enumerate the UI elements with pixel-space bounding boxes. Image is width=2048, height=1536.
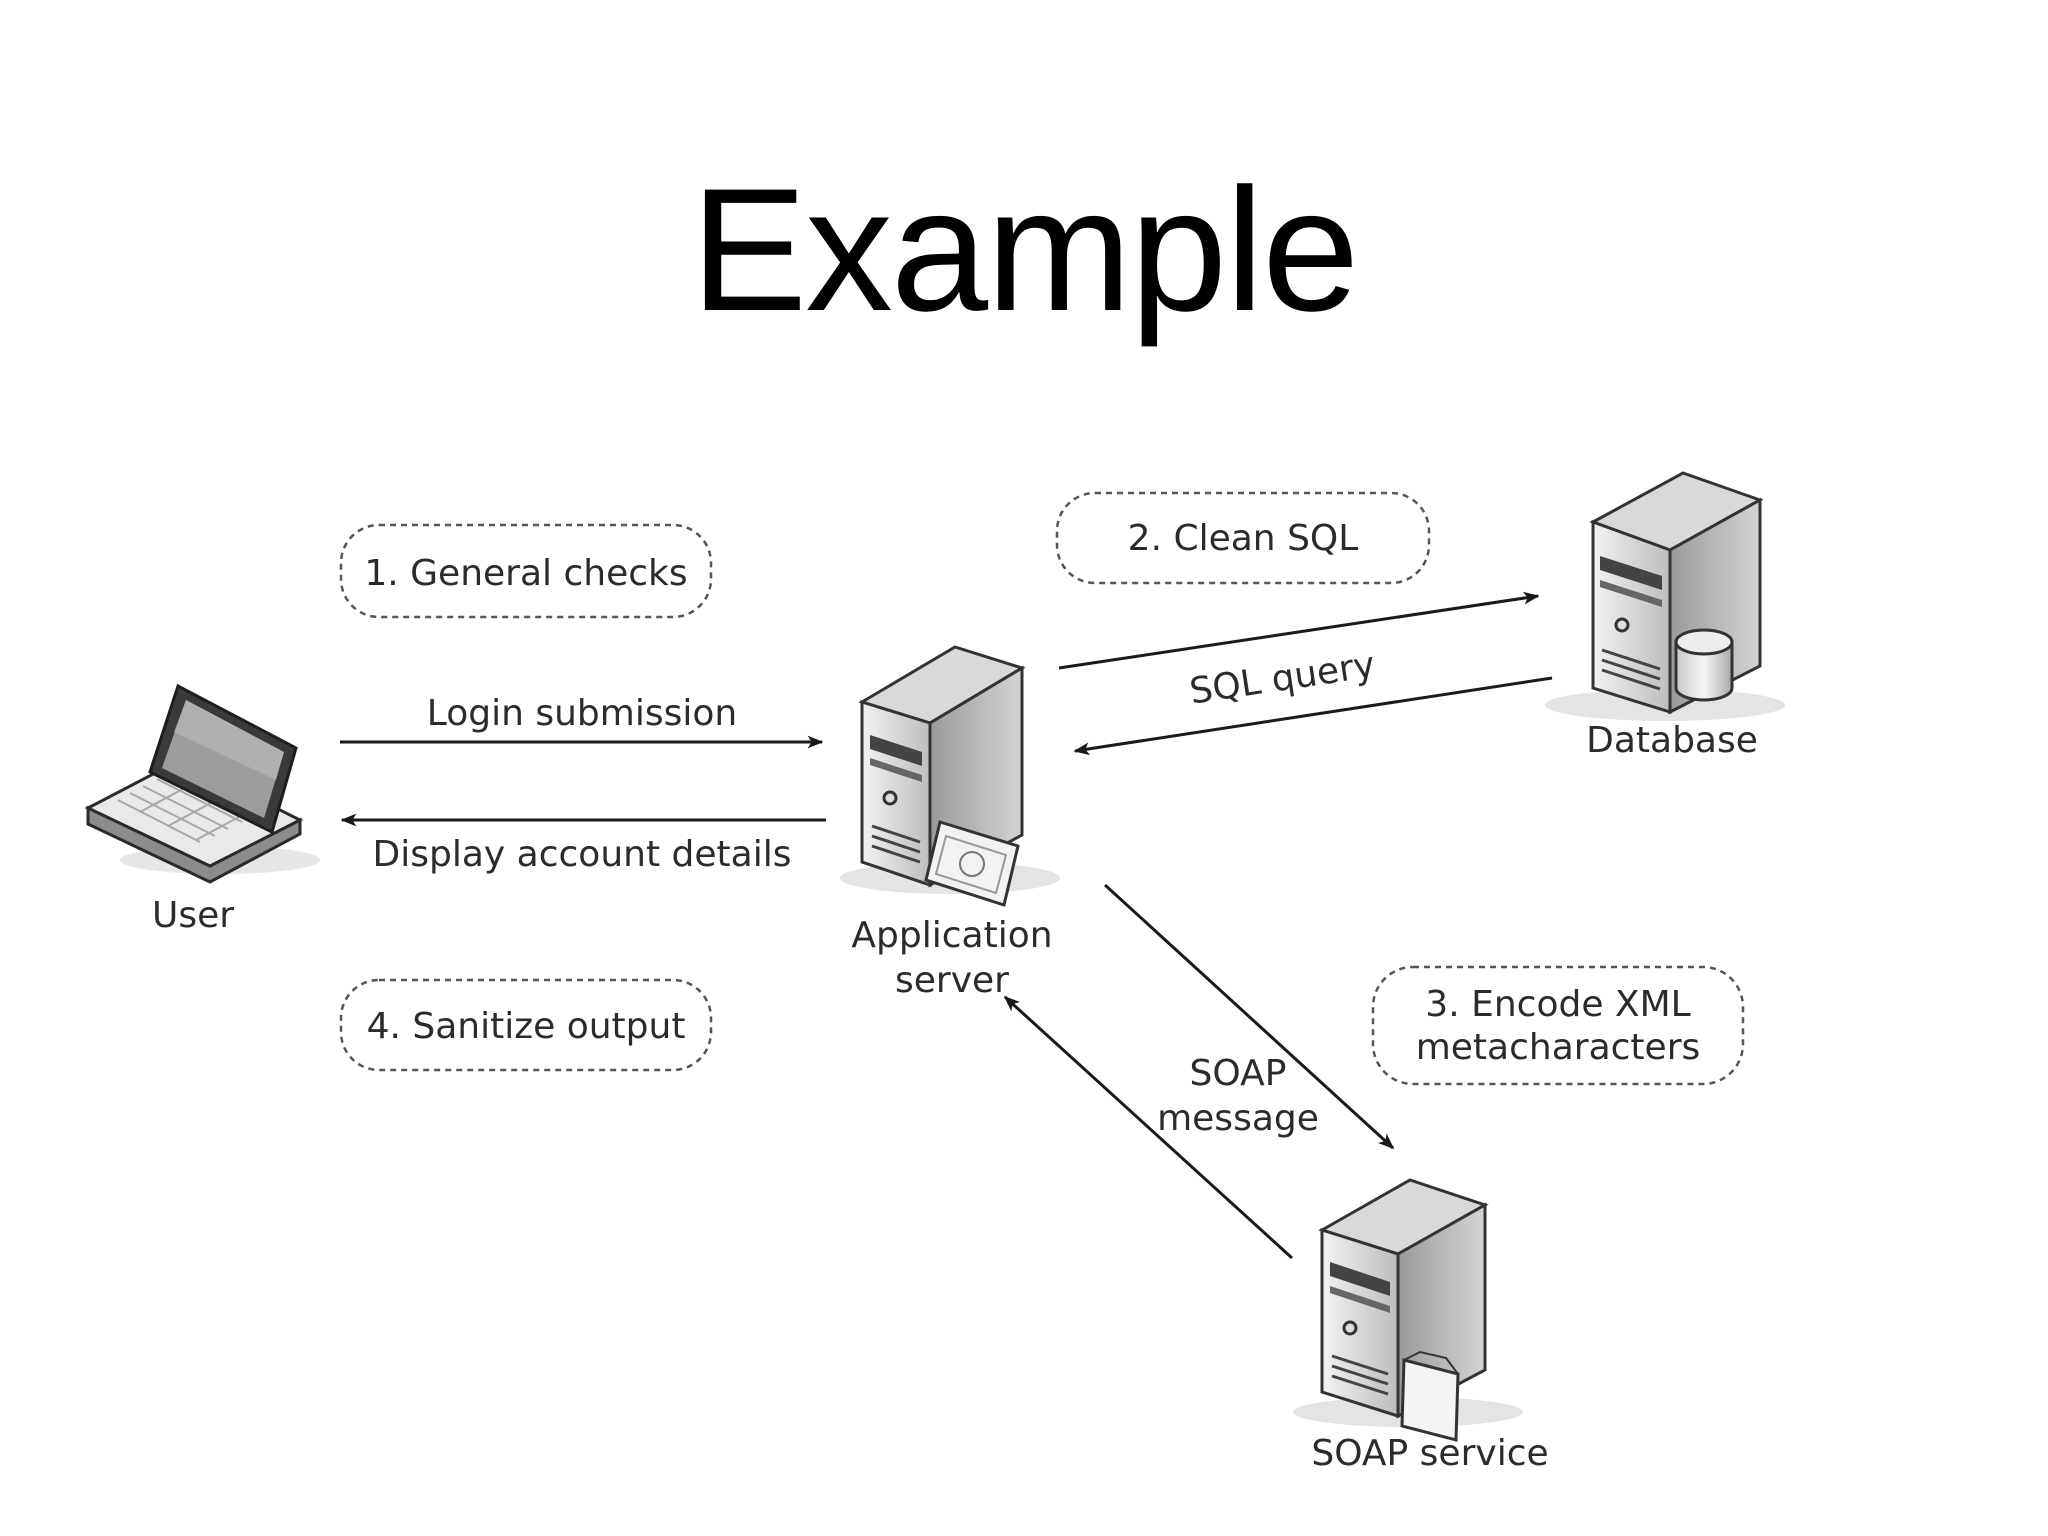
slide-title: Example [690, 153, 1360, 348]
step-label-encode-xml-line1: 3. Encode XML [1425, 984, 1690, 1025]
step-label-encode-xml-line2: metacharacters [1416, 1027, 1701, 1068]
node-label-user: User [152, 895, 234, 936]
arrow-soap-message-out [1103, 883, 1395, 1150]
arrow-label-soap-line2: message [1157, 1098, 1319, 1139]
arrow-login-submission: Login submission [340, 693, 824, 749]
arrow-soap-message-back [1003, 995, 1294, 1260]
node-label-app-server-line1: Application [851, 915, 1052, 956]
arrow-label-soap-line1: SOAP [1190, 1053, 1287, 1094]
arrow-label-display-account-details: Display account details [373, 834, 792, 875]
database-server-icon [1545, 471, 1785, 721]
arrow-sql-query-back [1073, 676, 1553, 756]
node-label-soap-service: SOAP service [1311, 1433, 1548, 1474]
step-label-general-checks: 1. General checks [364, 553, 687, 594]
step-label-clean-sql: 2. Clean SQL [1128, 518, 1359, 559]
step-label-sanitize-output: 4. Sanitize output [367, 1006, 686, 1047]
server-icon [840, 645, 1060, 907]
step-box-sanitize-output: 4. Sanitize output [339, 978, 713, 1072]
arrow-label-login-submission: Login submission [427, 693, 737, 734]
step-box-encode-xml: 3. Encode XML metacharacters [1371, 965, 1745, 1086]
step-box-clean-sql: 2. Clean SQL [1055, 491, 1431, 585]
arrow-label-sql-query: SQL query [1187, 645, 1378, 713]
soap-server-icon [1293, 1178, 1523, 1442]
node-label-app-server-line2: server [895, 960, 1009, 1001]
arrow-sql-query-out [1058, 591, 1540, 670]
node-label-database: Database [1586, 720, 1758, 761]
arrow-display-account-details: Display account details [340, 813, 826, 875]
laptop-icon [84, 683, 320, 884]
step-box-general-checks: 1. General checks [339, 523, 713, 619]
